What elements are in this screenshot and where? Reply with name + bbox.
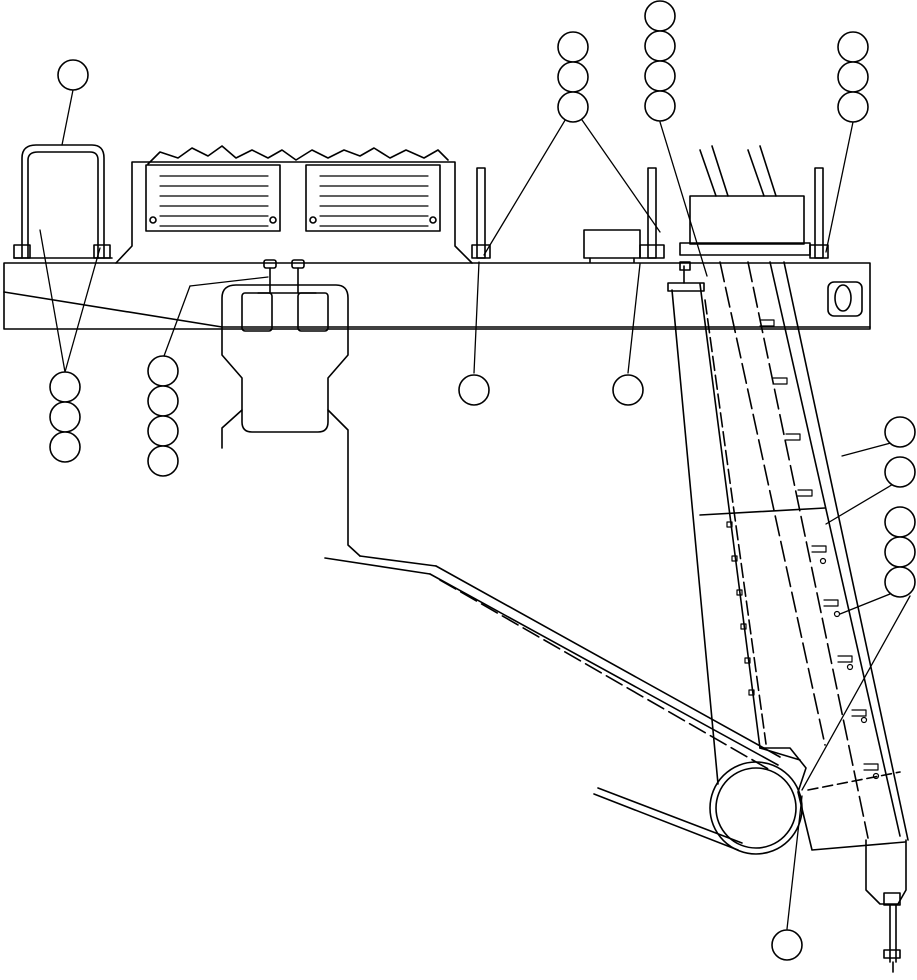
- callout-conveyor-bolts-3: [885, 567, 915, 597]
- conveyor-bolts: [727, 522, 879, 779]
- callout-right-post-2: [838, 62, 868, 92]
- stanchion-right: [810, 168, 828, 258]
- leader-lines: [40, 90, 910, 929]
- callout-stanchion-left: [459, 375, 489, 405]
- callout-conveyor-bolts-2: [885, 537, 915, 567]
- callout-stanchion-top-1: [558, 32, 588, 62]
- hopper: [680, 146, 810, 255]
- callout-filter-bolts-1: [148, 356, 178, 386]
- callout-filter-bolts-2: [148, 386, 178, 416]
- callout-handrail: [58, 60, 88, 90]
- platform-frame: [4, 263, 870, 329]
- control-box: [584, 230, 640, 262]
- callout-stanchion-mid: [613, 375, 643, 405]
- drum: [710, 762, 802, 854]
- callout-chute-top-1: [645, 1, 675, 31]
- callout-rail-base-2: [50, 402, 80, 432]
- callout-rail-base-1: [50, 372, 80, 402]
- callout-chute-top-2: [645, 31, 675, 61]
- stanchion-mid: [640, 168, 664, 258]
- radiator-housing: [116, 146, 472, 263]
- callout-stanchion-top-3: [558, 92, 588, 122]
- callout-conveyor-side: [885, 417, 915, 447]
- stanchion-left: [472, 168, 490, 258]
- callout-rail-base-3: [50, 432, 80, 462]
- belt-slope: [325, 556, 780, 850]
- filter-housing: [222, 260, 360, 556]
- conveyor: [668, 262, 908, 850]
- handrail: [14, 145, 112, 258]
- callout-conveyor-plate: [885, 457, 915, 487]
- take-up: [866, 840, 906, 972]
- callout-right-post-1: [838, 32, 868, 62]
- callout-filter-bolts-3: [148, 416, 178, 446]
- callout-right-post-3: [838, 92, 868, 122]
- callout-stanchion-top-2: [558, 62, 588, 92]
- conveyor-brackets: [760, 320, 878, 770]
- callout-balloons: [50, 1, 915, 960]
- callout-conveyor-bolts-1: [885, 507, 915, 537]
- callout-drum: [772, 930, 802, 960]
- callout-chute-top-3: [645, 61, 675, 91]
- callout-chute-top-4: [645, 91, 675, 121]
- callout-filter-bolts-4: [148, 446, 178, 476]
